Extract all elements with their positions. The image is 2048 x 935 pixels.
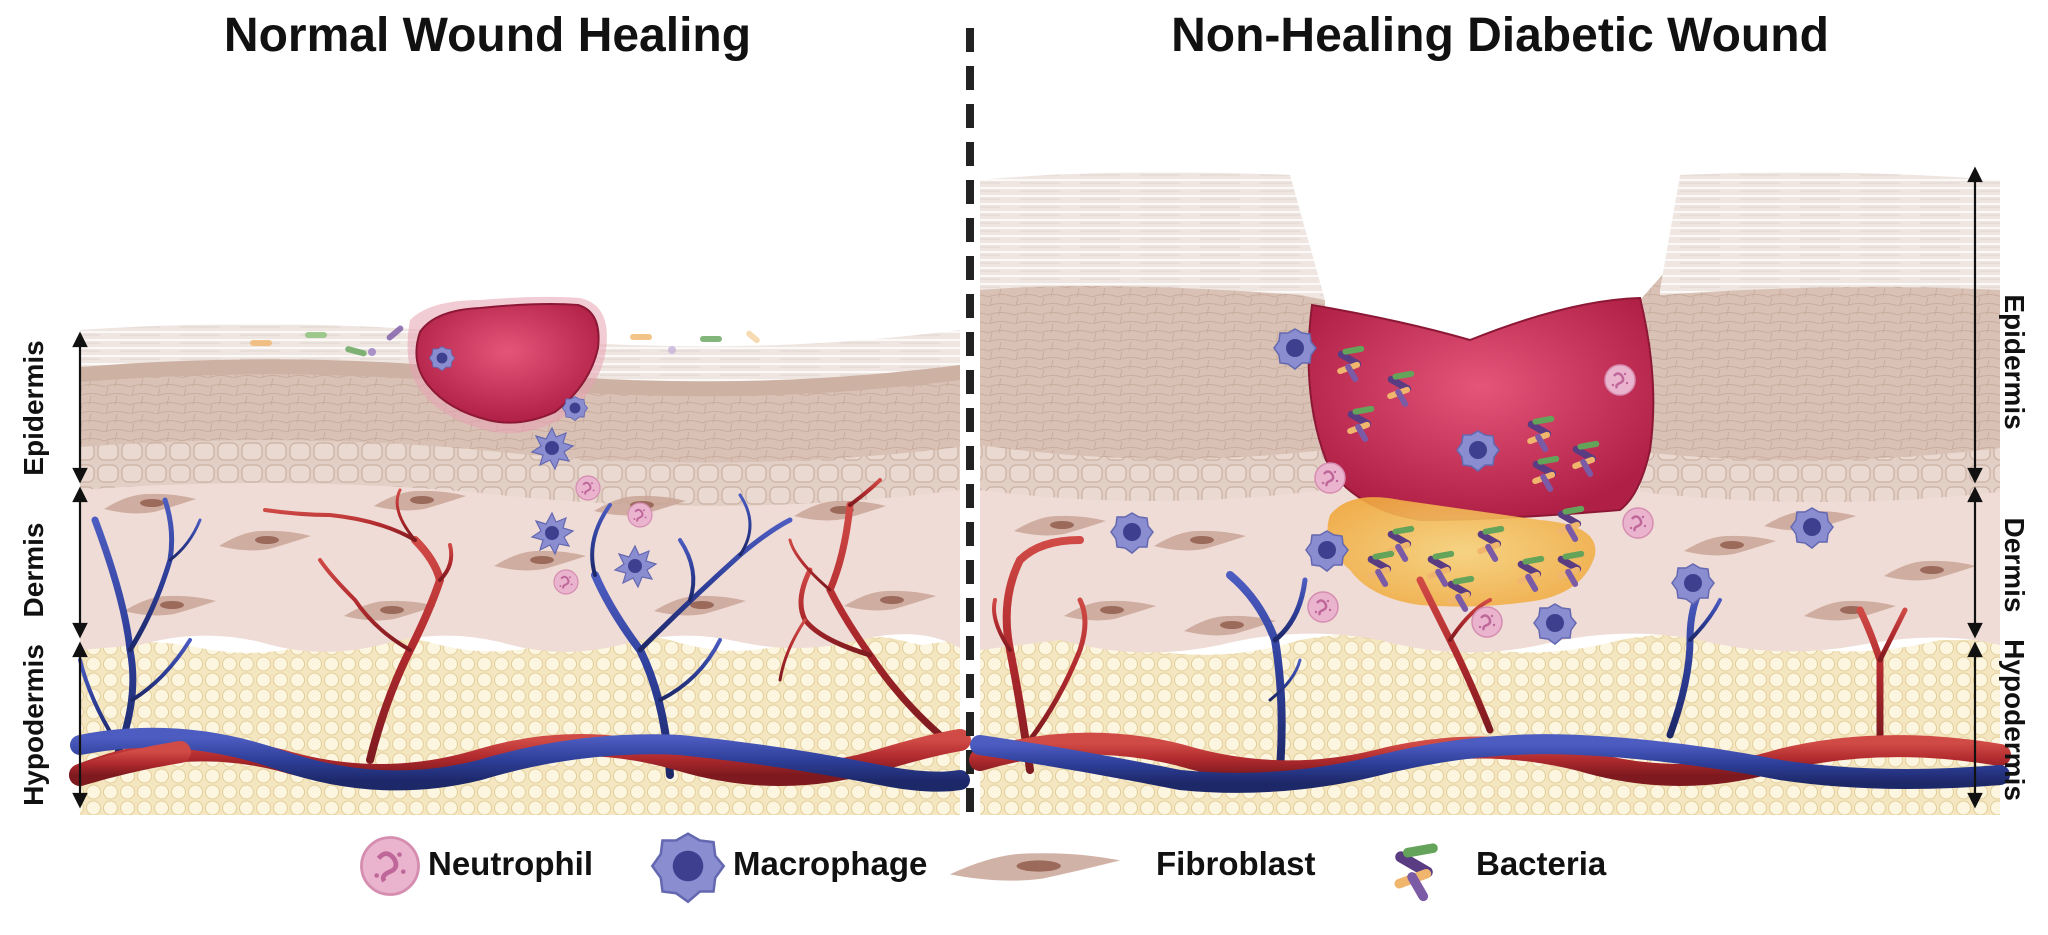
title-non-healing-diabetic-wound: Non-Healing Diabetic Wound (1171, 9, 1829, 62)
left-panel-illustration (69, 296, 971, 815)
legend-fibroblast-label: Fibroblast (1156, 845, 1316, 882)
left-dermis-label: Dermis (18, 523, 49, 618)
title-normal-wound-healing: Normal Wound Healing (223, 9, 752, 62)
left-epidermis-label: Epidermis (18, 340, 49, 475)
fibroblast-icon (949, 853, 1121, 881)
right-layer-arrows (1967, 166, 1983, 809)
legend-macrophage-label: Macrophage (733, 845, 928, 882)
right-hypodermis-label: Hypodermis (1999, 639, 2030, 801)
right-dermis-label: Dermis (1999, 518, 2030, 613)
macrophage-icon (651, 832, 725, 903)
legend-neutrophil-label: Neutrophil (428, 845, 593, 882)
left-hypodermis-label: Hypodermis (18, 644, 49, 806)
left-layer-arrows (72, 331, 88, 809)
neutrophil-icon (362, 838, 419, 895)
right-panel-illustration (969, 172, 2011, 815)
legend-bacteria-label: Bacteria (1476, 845, 1607, 882)
bacteria-icon (1393, 842, 1439, 903)
right-epidermis-label: Epidermis (1999, 294, 2030, 429)
